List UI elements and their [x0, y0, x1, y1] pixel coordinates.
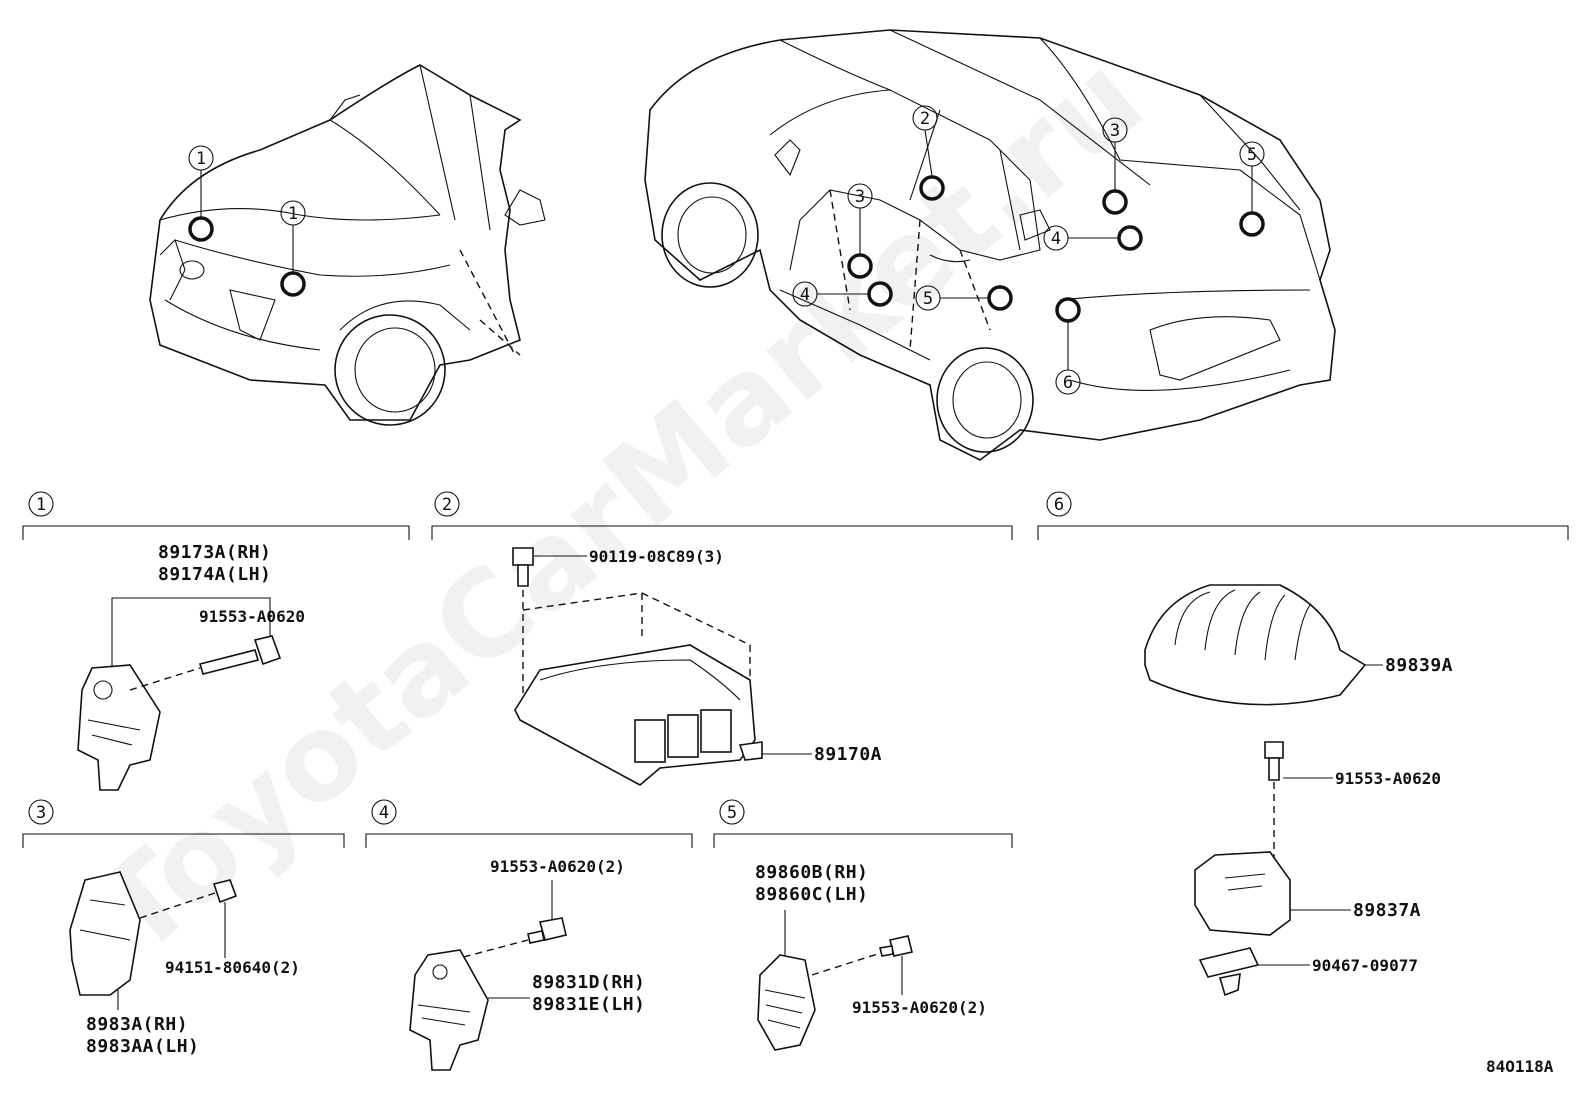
section-1: 1 89173A(RH) 89174A(LH) 91553-A0620: [22, 491, 410, 791]
rear-car-illustration: [644, 29, 1336, 461]
pillar-sensor-marker-front[interactable]: [987, 285, 1013, 311]
side-sensor-marker-rear[interactable]: [1102, 189, 1128, 215]
svg-text:1: 1: [36, 495, 46, 515]
part-89170A[interactable]: 89170A: [814, 744, 882, 765]
svg-text:6: 6: [1054, 495, 1064, 515]
section-5: 5 89860B(RH) 89860C(LH) 91553-A0620(2): [713, 799, 1013, 1051]
front-callouts: 1 1: [188, 145, 306, 297]
part-89174A[interactable]: 89174A(LH): [158, 564, 271, 585]
part-89173A[interactable]: 89173A(RH): [158, 542, 271, 563]
svg-text:1: 1: [288, 204, 298, 224]
part-90119-08C89[interactable]: 90119-08C89(3): [589, 547, 724, 566]
section-6: 6 89839A 91553-A0620 89837A 90467-09077: [1037, 491, 1569, 997]
svg-text:2: 2: [920, 109, 930, 129]
door-sensor-marker-rear[interactable]: [1117, 225, 1143, 251]
part-8983A[interactable]: 8983A(RH): [86, 1014, 188, 1035]
part-89860C[interactable]: 89860C(LH): [755, 884, 868, 905]
svg-text:5: 5: [1247, 145, 1257, 165]
part-91553-A0620-s4[interactable]: 91553-A0620(2): [490, 857, 625, 876]
part-91553-A0620[interactable]: 91553-A0620: [199, 607, 305, 626]
part-91553-A0620-s5[interactable]: 91553-A0620(2): [852, 998, 987, 1017]
svg-text:4: 4: [379, 803, 389, 823]
svg-text:2: 2: [442, 495, 452, 515]
svg-text:1: 1: [196, 149, 206, 169]
rear-callouts: 2 3 3 4 4 5 5 6: [792, 105, 1265, 395]
section-2: 2 90119-08C89(3) 89170A: [431, 491, 1013, 786]
section-3: 3 94151-80640(2) 8983A(RH) 8983AA(LH): [22, 799, 345, 1057]
diagram-code: 84O118A: [1486, 1057, 1554, 1076]
svg-text:5: 5: [923, 289, 933, 309]
part-91553-A0620-s6[interactable]: 91553-A0620: [1335, 769, 1441, 788]
svg-text:3: 3: [1110, 121, 1120, 141]
part-94151-80640[interactable]: 94151-80640(2): [165, 958, 300, 977]
airbag-ecu-marker[interactable]: [919, 175, 945, 201]
watermark: ToyotaCarMarket.ru: [69, 28, 1168, 981]
part-8983AA[interactable]: 8983AA(LH): [86, 1036, 199, 1057]
part-89839A[interactable]: 89839A: [1385, 655, 1453, 676]
svg-text:4: 4: [800, 285, 810, 305]
part-89831E[interactable]: 89831E(LH): [532, 994, 645, 1015]
svg-text:4: 4: [1051, 229, 1061, 249]
part-89831D[interactable]: 89831D(RH): [532, 972, 645, 993]
front-car-illustration: [149, 64, 546, 426]
svg-text:6: 6: [1063, 373, 1073, 393]
svg-text:5: 5: [727, 803, 737, 823]
front-sensor-marker-rh[interactable]: [188, 216, 214, 242]
side-sensor-marker-front[interactable]: [847, 253, 873, 279]
rear-sensor-marker[interactable]: [1055, 297, 1081, 323]
door-sensor-marker-front[interactable]: [867, 281, 893, 307]
part-89860B[interactable]: 89860B(RH): [755, 862, 868, 883]
pillar-sensor-marker-rear[interactable]: [1239, 211, 1265, 237]
part-89837A[interactable]: 89837A: [1353, 900, 1421, 921]
section-4: 4 91553-A0620(2) 89831D(RH) 89831E(LH): [365, 799, 693, 1071]
svg-text:3: 3: [855, 187, 865, 207]
part-90467-09077[interactable]: 90467-09077: [1312, 956, 1418, 975]
svg-text:3: 3: [36, 803, 46, 823]
front-sensor-marker-lh[interactable]: [280, 271, 306, 297]
